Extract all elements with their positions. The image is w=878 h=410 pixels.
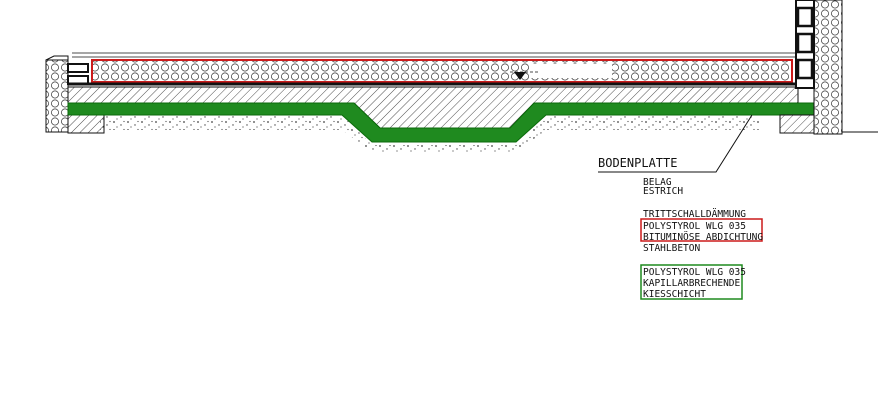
right-wall-insulation	[813, 0, 843, 135]
insulation-gap	[530, 64, 612, 78]
label-bituminoese: BITUMINÖSE ABDICHTUNG	[643, 232, 763, 243]
left-edge-insulation-notch	[45, 55, 69, 61]
left-brick-top	[67, 63, 89, 73]
red-highlight-box	[640, 218, 763, 242]
left-edge-insulation	[45, 59, 69, 133]
impact-insulation-layer	[91, 59, 793, 83]
right-brick-3	[796, 58, 814, 80]
triangle-down-icon	[514, 72, 526, 80]
label-estrich: ESTRICH	[643, 186, 683, 197]
right-brick-1	[796, 6, 814, 28]
label-belag: BELAG	[643, 177, 672, 188]
right-bearing-block	[779, 114, 815, 134]
label-stahlbeton: STAHLBETON	[643, 243, 700, 254]
label-kiesschicht: KIESSCHICHT	[643, 289, 706, 300]
green-highlight-box	[640, 264, 743, 300]
label-kapillarbrechende: KAPILLARBRECHENDE	[643, 278, 741, 289]
leader-line	[598, 114, 753, 173]
label-trittschall: TRITTSCHALLDÄMMUNG	[643, 209, 746, 220]
label-polystyrol-green: POLYSTYROL WLG 035	[643, 267, 746, 278]
label-bodenplatte: BODENPLATTE	[598, 156, 677, 170]
left-bearing-block	[67, 114, 105, 134]
gravel-layer	[100, 115, 760, 152]
right-brick-2	[796, 32, 814, 54]
label-polystyrol-red: POLYSTYROL WLG 035	[643, 221, 746, 232]
